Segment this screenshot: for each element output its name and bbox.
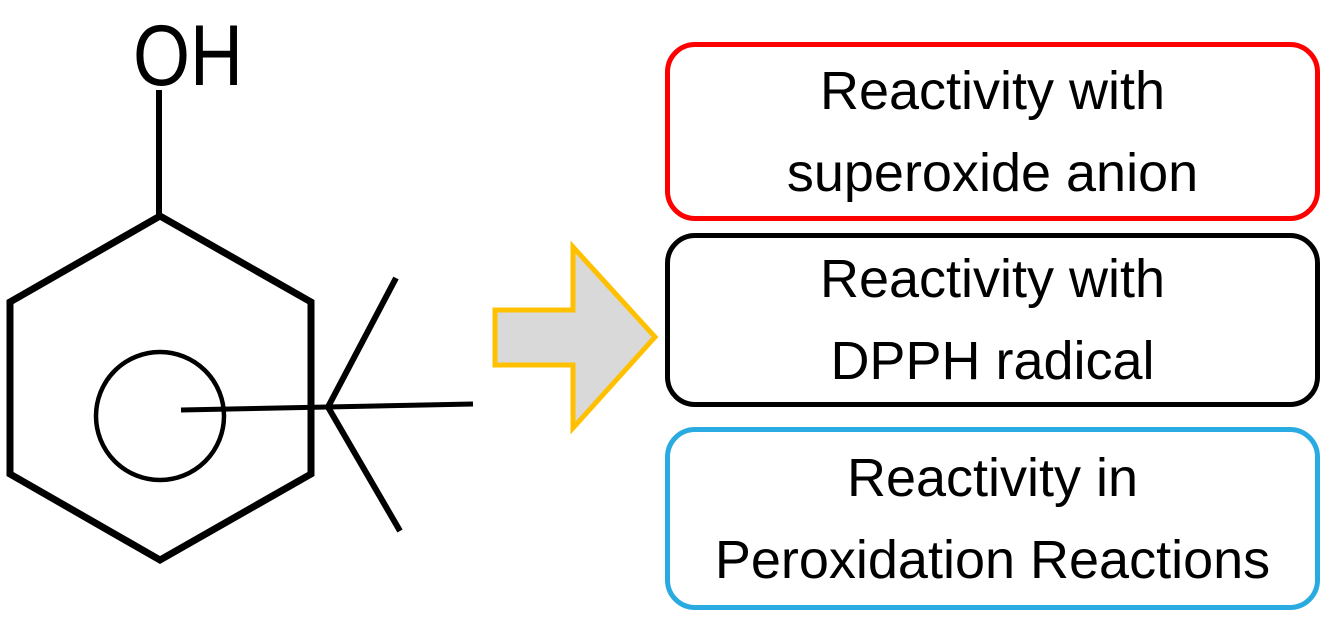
box-dpph-line2: DPPH radical [830, 331, 1155, 391]
hydroxyl-group-label: OH [133, 8, 243, 104]
benzene-ring-hexagon [6, 211, 315, 565]
reactivity-box-dpph: Reactivity with DPPH radical [665, 233, 1320, 407]
right-arrow-icon [492, 240, 659, 435]
box-superoxide-line2: superoxide anion [786, 142, 1199, 203]
box-superoxide-line1: Reactivity with [819, 60, 1166, 121]
substituent-bond-lower [325, 405, 403, 533]
aromatic-ring-circle [93, 349, 227, 483]
reactivity-box-superoxide: Reactivity with superoxide anion [665, 42, 1320, 221]
box-peroxidation-line2: Peroxidation Reactions [714, 529, 1271, 590]
substituent-bond-upper [325, 276, 399, 409]
substituent-bond-horizontal [180, 401, 474, 413]
box-peroxidation-line1: Reactivity in [846, 447, 1139, 508]
reactivity-box-peroxidation: Reactivity in Peroxidation Reactions [665, 427, 1320, 610]
box-dpph-line1: Reactivity with [819, 249, 1166, 309]
